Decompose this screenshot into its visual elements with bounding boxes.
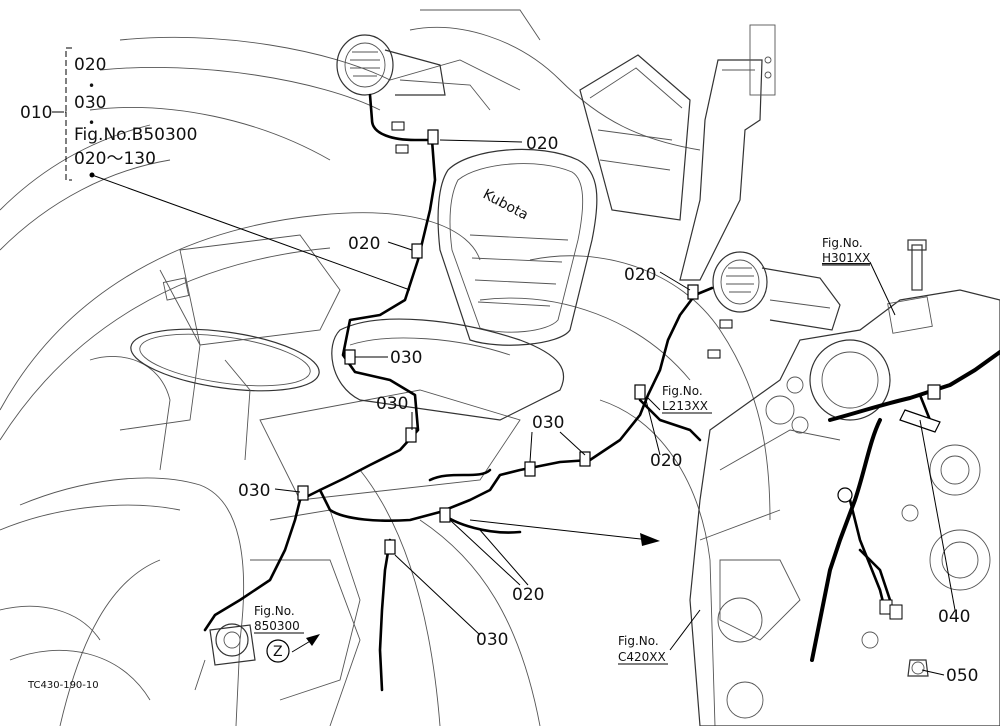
callout-020-right-lamp: 020 bbox=[624, 265, 656, 285]
figref-h301-value: H301XX bbox=[822, 251, 870, 265]
figref-850-value: 850300 bbox=[254, 619, 300, 633]
callout-030-1: 030 bbox=[390, 348, 422, 368]
bracket-range: 020～130 bbox=[74, 149, 156, 169]
callout-030-2: 030 bbox=[376, 394, 408, 414]
callout-030-3: 030 bbox=[532, 413, 564, 433]
callout-050: 050 bbox=[946, 666, 978, 686]
transmission-housing bbox=[689, 239, 1000, 726]
tractor-body-lineart bbox=[0, 9, 771, 726]
callout-040: 040 bbox=[938, 607, 970, 627]
group-bracket: 010 020 • 030 • Fig.No.B50300 020～130 bbox=[20, 47, 197, 181]
callout-020-bottom: 020 bbox=[512, 585, 544, 605]
part-callouts: 020 020 020 020 020 030 030 030 030 030 … bbox=[238, 134, 978, 686]
group-label: 010 bbox=[20, 103, 52, 123]
callout-030-5: 030 bbox=[476, 630, 508, 650]
right-work-lamp bbox=[712, 251, 841, 331]
figref-h301-label: Fig.No. bbox=[822, 236, 863, 250]
view-marker-z: Z bbox=[266, 639, 290, 663]
view-marker-letter: Z bbox=[273, 644, 283, 660]
seat: Kubota bbox=[331, 148, 598, 421]
figref-c420-label: Fig.No. bbox=[618, 634, 659, 648]
figref-850-label: Fig.No. bbox=[254, 604, 295, 618]
bracket-item-030: 030 bbox=[74, 93, 106, 113]
left-work-lamp bbox=[336, 34, 491, 111]
figure-references: Fig.No. H301XX Fig.No. L213XX Fig.No. C4… bbox=[254, 236, 870, 665]
seat-brand-text: Kubota bbox=[480, 186, 531, 223]
bracket-dot-2: • bbox=[88, 116, 95, 130]
rear-connector-bracket bbox=[194, 623, 256, 691]
rops-frame bbox=[579, 24, 776, 281]
drawing-code: TC430-190-10 bbox=[27, 680, 99, 691]
callout-020-top: 020 bbox=[526, 134, 558, 154]
callout-020-right: 020 bbox=[650, 451, 682, 471]
leader-lines bbox=[89, 139, 956, 676]
callout-030-4: 030 bbox=[238, 481, 270, 501]
wiring-harness bbox=[203, 93, 1000, 692]
figref-l213-label: Fig.No. bbox=[662, 384, 703, 398]
callout-020-seat: 020 bbox=[348, 234, 380, 254]
figref-c420-value: C420XX bbox=[618, 650, 666, 664]
bracket-fig-ref: Fig.No.B50300 bbox=[74, 125, 197, 145]
figref-l213-value: L213XX bbox=[662, 399, 708, 413]
bracket-item-020: 020 bbox=[74, 55, 106, 75]
bracket-dot-1: • bbox=[88, 79, 95, 93]
